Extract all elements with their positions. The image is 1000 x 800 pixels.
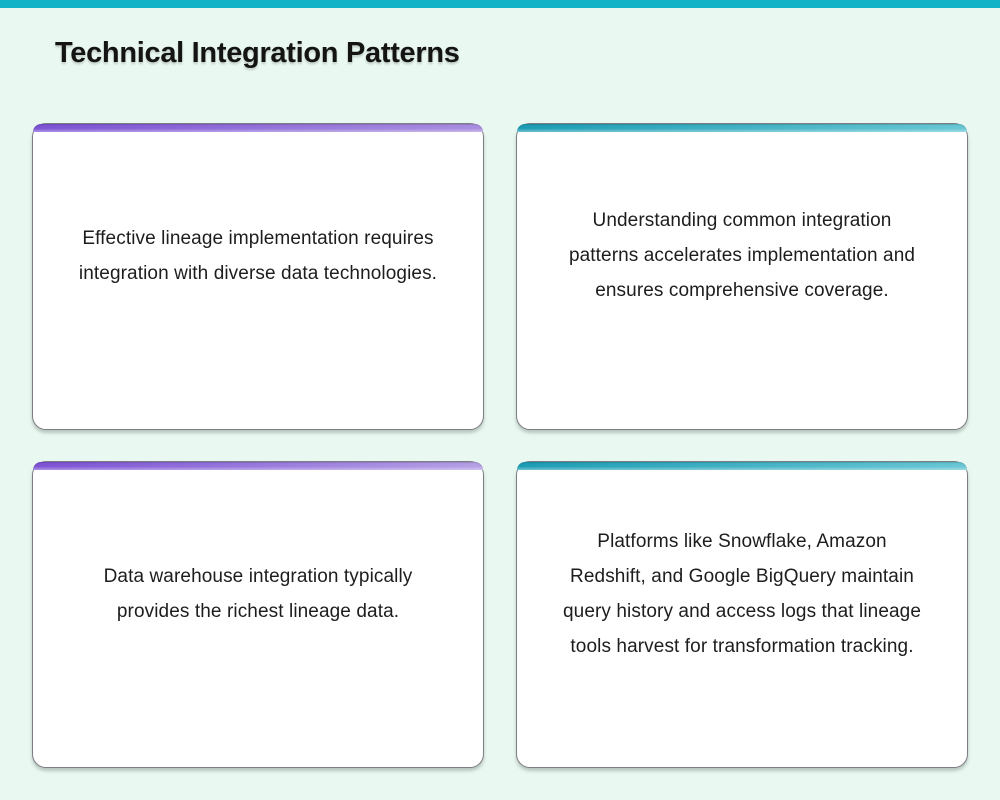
card-body: Effective lineage implementation require… (33, 132, 483, 429)
card-grid: Effective lineage implementation require… (32, 123, 968, 768)
card-understanding-patterns: Understanding common integration pattern… (516, 123, 968, 430)
card-accent-bar-teal (517, 124, 967, 132)
page-top-accent-bar (0, 0, 1000, 8)
card-accent-bar-purple (33, 462, 483, 470)
card-data-warehouse: Data warehouse integration typically pro… (32, 461, 484, 768)
page-title: Technical Integration Patterns (55, 37, 460, 69)
card-effective-lineage: Effective lineage implementation require… (32, 123, 484, 430)
card-accent-bar-teal (517, 462, 967, 470)
card-accent-bar-purple (33, 124, 483, 132)
card-platforms: Platforms like Snowflake, Amazon Redshif… (516, 461, 968, 768)
card-body: Platforms like Snowflake, Amazon Redshif… (517, 470, 967, 767)
card-body: Data warehouse integration typically pro… (33, 470, 483, 767)
card-text: Effective lineage implementation require… (78, 227, 438, 284)
card-text: Understanding common integration pattern… (568, 210, 916, 301)
card-text: Data warehouse integration typically pro… (103, 565, 413, 622)
card-text: Platforms like Snowflake, Amazon Redshif… (562, 530, 922, 657)
card-body: Understanding common integration pattern… (517, 132, 967, 429)
